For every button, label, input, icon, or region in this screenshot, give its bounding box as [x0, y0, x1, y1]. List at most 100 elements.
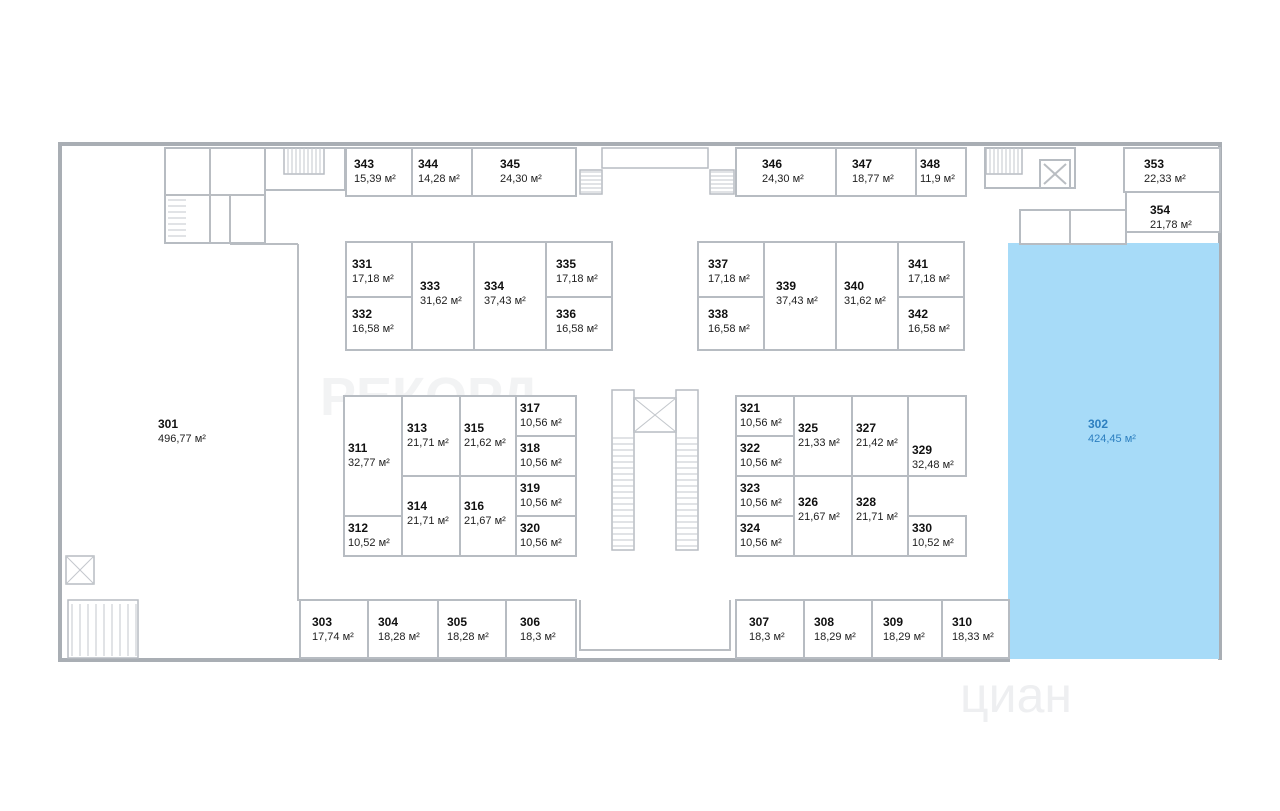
unit-354-box[interactable] [1125, 191, 1221, 233]
unit-333-box[interactable] [411, 241, 475, 351]
unit-304-box[interactable] [367, 599, 439, 659]
unit-341-box[interactable] [897, 241, 965, 298]
unit-354-number[interactable]: 354 [1150, 203, 1170, 217]
unit-319-area: 10,56 м² [520, 497, 562, 509]
unit-354-area: 21,78 м² [1150, 219, 1192, 231]
unit-336-number[interactable]: 336 [556, 307, 576, 321]
unit-319-box[interactable] [515, 475, 577, 517]
unit-353-box[interactable] [1123, 147, 1221, 193]
unit-331-number[interactable]: 331 [352, 257, 372, 271]
unit-306-number[interactable]: 306 [520, 615, 540, 629]
unit-318-box[interactable] [515, 435, 577, 477]
unit-348-box[interactable] [915, 147, 967, 197]
unit-344-number[interactable]: 344 [418, 157, 438, 171]
unit-307-box[interactable] [735, 599, 805, 659]
unit-327-number[interactable]: 327 [856, 421, 876, 435]
unit-345-box[interactable] [471, 147, 577, 197]
unit-341-number[interactable]: 341 [908, 257, 928, 271]
unit-329-box[interactable] [907, 395, 967, 477]
unit-301-number[interactable]: 301 [158, 417, 178, 431]
unit-307-area: 18,3 м² [749, 631, 785, 643]
unit-343-number[interactable]: 343 [354, 157, 374, 171]
unit-315-box[interactable] [459, 395, 517, 477]
unit-316-box[interactable] [459, 475, 517, 557]
unit-327-box[interactable] [851, 395, 909, 477]
unit-340-number[interactable]: 340 [844, 279, 864, 293]
unit-317-number[interactable]: 317 [520, 401, 540, 415]
unit-324-area: 10,56 м² [740, 537, 782, 549]
unit-332-number[interactable]: 332 [352, 307, 372, 321]
unit-338-number[interactable]: 338 [708, 307, 728, 321]
unit-313-box[interactable] [401, 395, 461, 477]
unit-344-box[interactable] [411, 147, 473, 197]
unit-335-box[interactable] [545, 241, 613, 298]
unit-334-number[interactable]: 334 [484, 279, 504, 293]
unit-309-box[interactable] [871, 599, 943, 659]
unit-347-area: 18,77 м² [852, 173, 894, 185]
unit-321-number[interactable]: 321 [740, 401, 760, 415]
unit-348-number[interactable]: 348 [920, 157, 940, 171]
unit-347-number[interactable]: 347 [852, 157, 872, 171]
unit-353-area: 22,33 м² [1144, 173, 1186, 185]
unit-326-number[interactable]: 326 [798, 495, 818, 509]
unit-337-number[interactable]: 337 [708, 257, 728, 271]
unit-306-box[interactable] [505, 599, 577, 659]
unit-339-number[interactable]: 339 [776, 279, 796, 293]
unit-334-box[interactable] [473, 241, 547, 351]
unit-333-number[interactable]: 333 [420, 279, 440, 293]
unit-305-number[interactable]: 305 [447, 615, 467, 629]
unit-310-number[interactable]: 310 [952, 615, 972, 629]
unit-332-box[interactable] [345, 296, 413, 351]
unit-323-number[interactable]: 323 [740, 481, 760, 495]
unit-320-number[interactable]: 320 [520, 521, 540, 535]
unit-303-number[interactable]: 303 [312, 615, 332, 629]
unit-308-number[interactable]: 308 [814, 615, 834, 629]
unit-342-number[interactable]: 342 [908, 307, 928, 321]
unit-303-box[interactable] [299, 599, 369, 659]
unit-346-box[interactable] [735, 147, 837, 197]
unit-319-number[interactable]: 319 [520, 481, 540, 495]
unit-307-number[interactable]: 307 [749, 615, 769, 629]
unit-305-box[interactable] [437, 599, 507, 659]
unit-314-box[interactable] [401, 475, 461, 557]
unit-325-box[interactable] [793, 395, 853, 477]
unit-329-number[interactable]: 329 [912, 443, 932, 457]
unit-328-number[interactable]: 328 [856, 495, 876, 509]
unit-311-box[interactable] [343, 395, 403, 517]
unit-322-box[interactable] [735, 435, 795, 477]
unit-312-box[interactable] [343, 515, 403, 557]
unit-353-number[interactable]: 353 [1144, 157, 1164, 171]
unit-331-box[interactable] [345, 241, 413, 298]
unit-312-number[interactable]: 312 [348, 521, 368, 535]
unit-304-area: 18,28 м² [378, 631, 420, 643]
unit-308-box[interactable] [803, 599, 873, 659]
unit-339-box[interactable] [763, 241, 837, 351]
unit-302-number[interactable]: 302 [1088, 417, 1108, 431]
unit-316-number[interactable]: 316 [464, 499, 484, 513]
unit-345-number[interactable]: 345 [500, 157, 520, 171]
unit-311-number[interactable]: 311 [348, 441, 368, 455]
unit-320-box[interactable] [515, 515, 577, 557]
unit-336-box[interactable] [545, 296, 613, 351]
unit-310-box[interactable] [941, 599, 1010, 659]
unit-304-number[interactable]: 304 [378, 615, 398, 629]
unit-347-box[interactable] [835, 147, 917, 197]
unit-342-box[interactable] [897, 296, 965, 351]
unit-309-number[interactable]: 309 [883, 615, 903, 629]
unit-324-number[interactable]: 324 [740, 521, 760, 535]
unit-314-number[interactable]: 314 [407, 499, 427, 513]
unit-330-number[interactable]: 330 [912, 521, 932, 535]
unit-322-number[interactable]: 322 [740, 441, 760, 455]
unit-343-box[interactable] [345, 147, 413, 197]
unit-313-number[interactable]: 313 [407, 421, 427, 435]
unit-318-number[interactable]: 318 [520, 441, 540, 455]
unit-315-number[interactable]: 315 [464, 421, 484, 435]
unit-325-number[interactable]: 325 [798, 421, 818, 435]
unit-330-area: 10,52 м² [912, 537, 954, 549]
unit-330-box[interactable] [907, 515, 967, 557]
unit-346-number[interactable]: 346 [762, 157, 782, 171]
unit-340-box[interactable] [835, 241, 899, 351]
unit-328-box[interactable] [851, 475, 909, 557]
unit-335-number[interactable]: 335 [556, 257, 576, 271]
unit-318-area: 10,56 м² [520, 457, 562, 469]
